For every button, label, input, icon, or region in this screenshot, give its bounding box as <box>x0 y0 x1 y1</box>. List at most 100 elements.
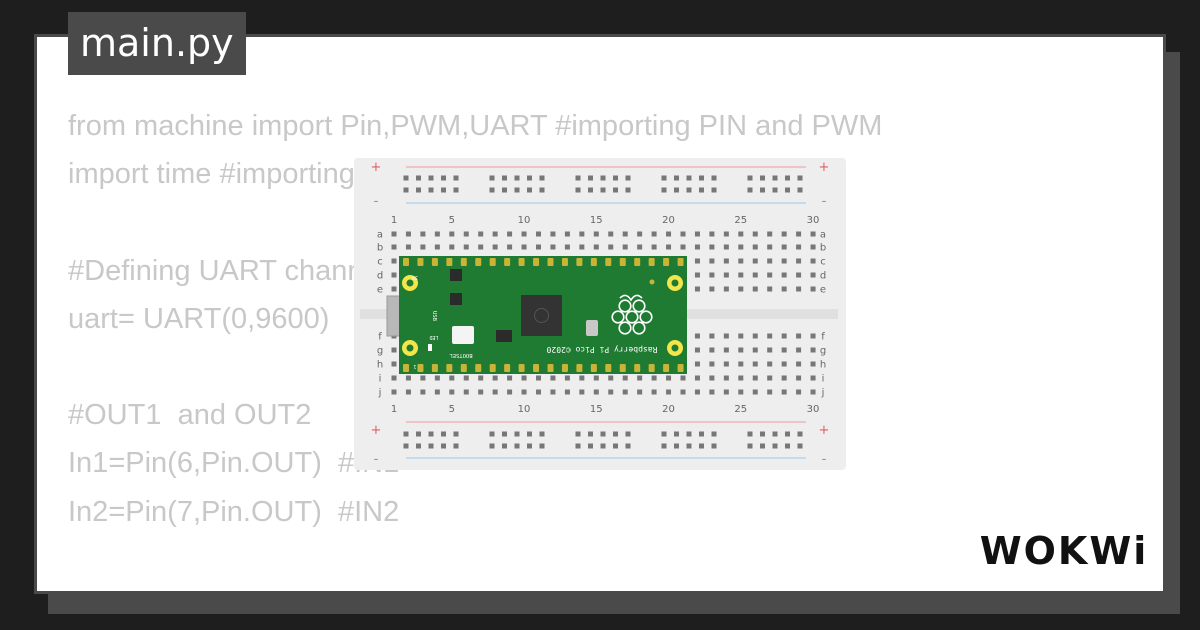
breadboard-hole <box>723 361 729 367</box>
rail-hole <box>403 443 409 449</box>
breadboard-hole <box>405 375 411 381</box>
rail-hole <box>502 175 507 181</box>
rail-hole <box>489 175 495 181</box>
rail-hole <box>539 431 545 437</box>
breadboard-hole <box>622 375 628 381</box>
breadboard-hole <box>666 244 672 250</box>
usb-label: USB <box>431 311 437 322</box>
pico-pin <box>634 364 641 372</box>
breadboard-hole <box>622 389 628 395</box>
rail-hole <box>600 431 606 437</box>
pico-pin <box>417 364 424 372</box>
pico-pin <box>533 258 540 266</box>
rail-hole <box>588 175 593 181</box>
pin-number-label: 1 <box>413 363 416 369</box>
file-name-tab[interactable]: main.py <box>68 12 246 75</box>
rail-hole <box>453 431 459 437</box>
code-line: #OUT1 and OUT2 <box>68 399 312 432</box>
rail-hole <box>514 187 520 193</box>
breadboard-hole <box>723 231 729 237</box>
rail-hole <box>527 175 532 181</box>
breadboard-hole <box>507 375 513 381</box>
pico-pin <box>431 364 438 372</box>
breadboard-hole <box>810 244 816 250</box>
row-letter: i <box>379 374 382 385</box>
breadboard-hole <box>752 272 758 278</box>
breadboard-hole <box>550 389 556 395</box>
pico-pin <box>677 258 684 266</box>
pico-pin <box>460 258 467 266</box>
breadboard-hole <box>651 389 657 395</box>
breadboard-hole <box>521 389 527 395</box>
breadboard-hole <box>781 389 787 395</box>
breadboard-hole <box>492 244 498 250</box>
pico-brand-text: Raspberry Pi Pico ©2020 <box>546 345 657 354</box>
breadboard-hole <box>536 231 541 237</box>
breadboard-hole <box>723 347 729 353</box>
rail-hole <box>711 431 717 437</box>
rail-hole <box>686 187 692 193</box>
debug-pad <box>649 279 655 285</box>
rail-hole <box>502 187 507 193</box>
breadboard-hole <box>709 286 715 292</box>
breadboard-power-rails: ++++---- <box>371 160 830 467</box>
breadboard-hole <box>521 244 527 250</box>
rail-hole <box>747 431 753 437</box>
breadboard-hole <box>723 258 729 264</box>
pico-pin <box>518 364 525 372</box>
breadboard-hole <box>752 244 758 250</box>
raspberry-berry <box>639 310 653 324</box>
rail-hole <box>539 443 545 449</box>
breadboard-hole <box>752 286 758 292</box>
rail-hole <box>711 187 717 193</box>
row-letter: a <box>377 230 383 241</box>
breadboard-hole <box>810 231 816 237</box>
rail-hole <box>772 175 778 181</box>
rail-hole <box>539 187 545 193</box>
rail-hole <box>661 187 667 193</box>
pico-pin <box>619 364 626 372</box>
breadboard-hole <box>608 389 614 395</box>
rail-hole <box>686 443 692 449</box>
regulator-chip <box>450 293 462 305</box>
breadboard-hole <box>738 361 744 367</box>
breadboard-hole <box>752 361 758 367</box>
breadboard-hole <box>564 244 570 250</box>
breadboard-hole <box>781 361 787 367</box>
breadboard-hole <box>796 333 802 339</box>
breadboard-hole <box>391 375 397 381</box>
breadboard-hole <box>796 244 802 250</box>
row-letter: b <box>377 243 383 254</box>
pico-pin <box>533 364 540 372</box>
breadboard-hole <box>434 231 440 237</box>
rail-hole <box>453 443 459 449</box>
breadboard-hole <box>391 361 397 367</box>
breadboard-hole <box>752 333 758 339</box>
pico-pin <box>561 364 568 372</box>
breadboard-hole <box>434 375 440 381</box>
pico-pin <box>663 364 670 372</box>
rail-hole <box>699 187 704 193</box>
rail-hole <box>747 187 753 193</box>
code-editor[interactable]: from machine import Pin,PWM,UART #import… <box>68 102 882 536</box>
breadboard-hole <box>564 231 570 237</box>
rail-hole <box>760 431 765 437</box>
rail-hole <box>674 175 679 181</box>
rail-hole <box>785 443 790 449</box>
breadboard-hole <box>651 231 657 237</box>
rp2040-chip <box>521 295 562 336</box>
rail-hole <box>613 431 618 437</box>
rail-hole <box>453 175 459 181</box>
rail-hole <box>428 431 434 437</box>
code-line: uart= UART(0,9600) <box>68 302 330 335</box>
breadboard-hole <box>738 258 744 264</box>
column-number: 20 <box>662 404 675 415</box>
pico-pin <box>605 364 612 372</box>
breadboard-hole <box>709 244 715 250</box>
raspberry-berry <box>618 321 632 335</box>
breadboard-hole <box>752 347 758 353</box>
column-number: 5 <box>449 404 455 415</box>
breadboard-hole <box>694 231 700 237</box>
